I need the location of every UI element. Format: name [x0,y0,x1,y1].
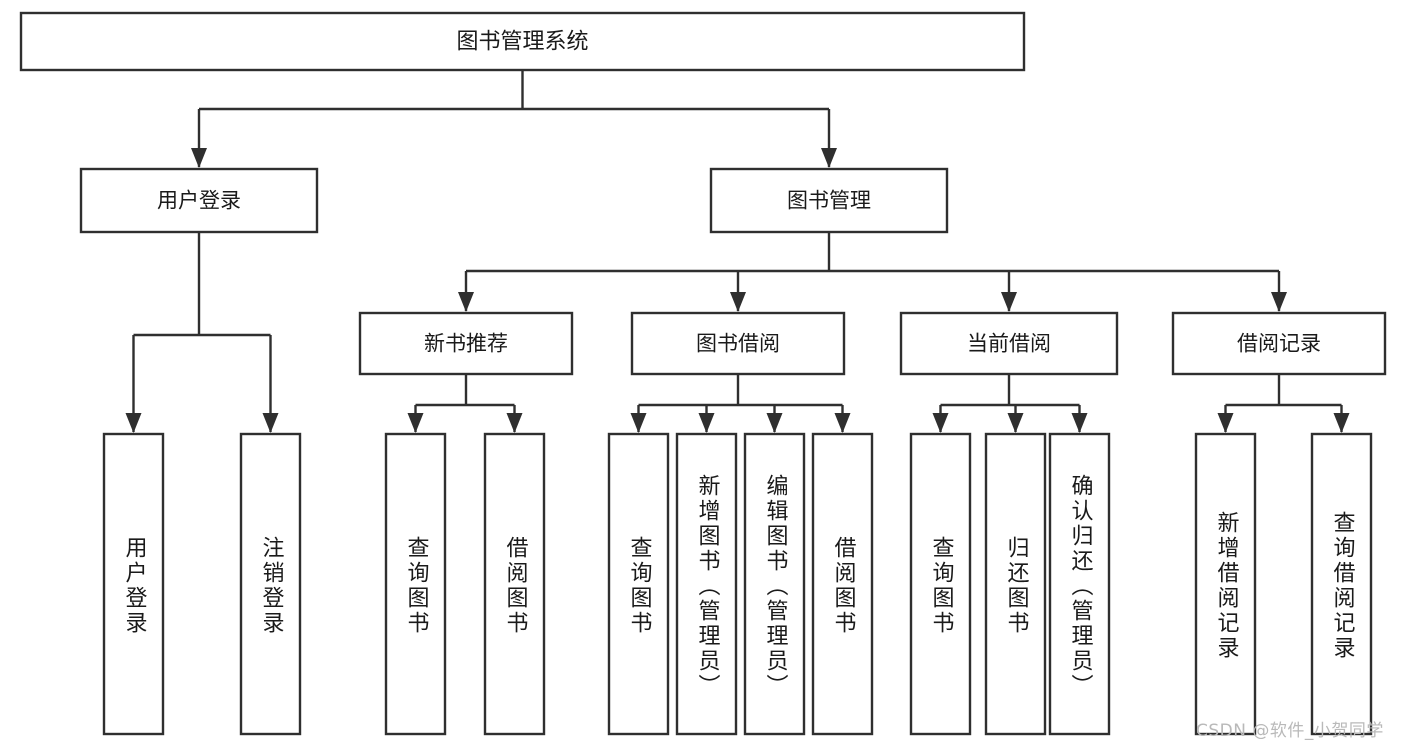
boxes-layer [19,11,1387,736]
node-box-borrow-book-1[interactable] [483,432,546,736]
node-box-book-borrow[interactable] [630,311,846,376]
arrow-head-icon [458,292,474,312]
arrow-head-icon [932,413,949,433]
arrow-head-icon [1071,413,1088,433]
node-label-current-borrow: 当前借阅 [967,332,1051,356]
arrow-head-icon [1217,413,1234,433]
node-box-query-book-3[interactable] [909,432,972,736]
node-box-confirm-return-admin[interactable] [1048,432,1111,736]
arrow-head-icon [834,413,851,433]
node-box-query-book-1[interactable] [384,432,447,736]
node-box-root[interactable] [19,11,1026,72]
node-label-root: 图书管理系统 [456,30,588,55]
arrow-head-icon [1007,413,1024,433]
node-label-book-borrow: 图书借阅 [696,332,780,356]
arrow-head-icon [1001,292,1017,312]
node-label-borrow-record: 借阅记录 [1237,332,1321,356]
node-box-add-borrow-record[interactable] [1194,432,1257,736]
node-box-user-login-leaf[interactable] [102,432,165,736]
arrow-head-icon [407,413,424,433]
arrow-head-icon [125,413,142,433]
node-box-return-book[interactable] [984,432,1047,736]
arrow-head-icon [730,292,746,312]
node-box-new-book-recommend[interactable] [358,311,574,376]
arrow-head-icon [766,413,783,433]
arrow-head-icon [262,413,279,433]
arrow-head-icon [698,413,715,433]
connectors-layer [125,70,1350,433]
node-box-edit-book-admin[interactable] [743,432,806,736]
node-box-current-borrow[interactable] [899,311,1119,376]
node-label-user-login: 用户登录 [157,189,241,213]
node-box-borrow-record[interactable] [1171,311,1387,376]
arrow-head-icon [630,413,647,433]
node-box-book-management[interactable] [709,167,949,234]
arrow-head-icon [1333,413,1350,433]
node-box-query-book-2[interactable] [607,432,670,736]
csdn-watermark: CSDN @软件_小贺同学 [1196,721,1384,741]
node-box-borrow-book-2[interactable] [811,432,874,736]
node-box-add-book-admin[interactable] [675,432,738,736]
arrow-head-icon [821,148,837,168]
arrow-head-icon [191,148,207,168]
arrow-head-icon [506,413,523,433]
node-box-user-logout-leaf[interactable] [239,432,302,736]
node-label-new-book-recommend: 新书推荐 [424,332,508,356]
arrow-head-icon [1271,292,1287,312]
node-label-book-management: 图书管理 [787,189,871,213]
node-box-query-borrow-record[interactable] [1310,432,1373,736]
node-box-user-login[interactable] [79,167,319,234]
